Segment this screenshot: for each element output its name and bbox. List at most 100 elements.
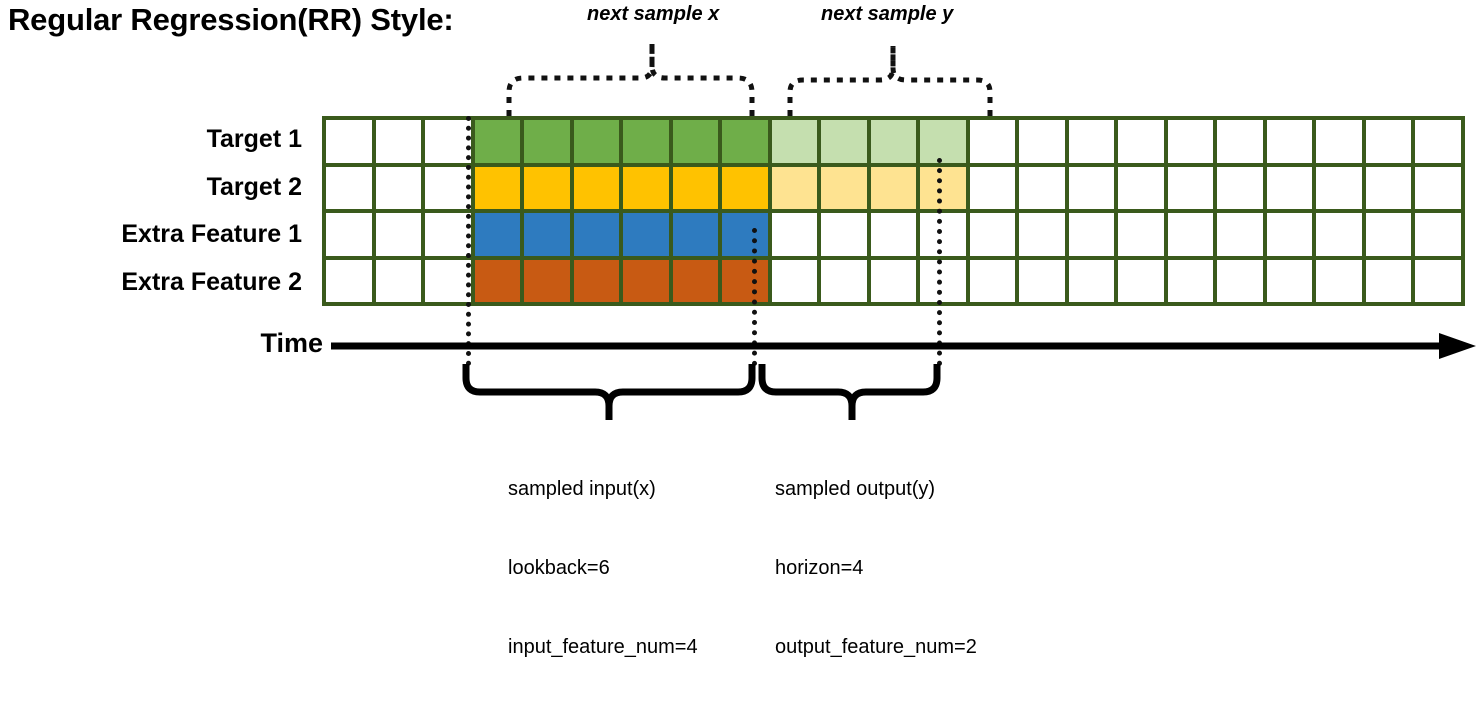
grid-cell: [672, 120, 719, 163]
annotation-sampled-output: sampled output(y) horizon=4 output_featu…: [775, 423, 977, 713]
grid-cell: [722, 166, 768, 209]
grid-cell: [1167, 259, 1214, 302]
grid-cell: [1415, 213, 1461, 256]
grid-cell: [1365, 120, 1412, 163]
grid-cell: [821, 259, 867, 302]
grid-cell: [474, 259, 521, 302]
grid-cell: [1217, 259, 1263, 302]
grid-cell: [1316, 213, 1362, 256]
grid-cell: [821, 166, 867, 209]
row-label-extra-feature-2: Extra Feature 2: [121, 267, 302, 296]
grid-cell: [425, 259, 471, 302]
grid-cell: [375, 166, 422, 209]
grid-cell: [375, 213, 422, 256]
row-label-column: Target 1 Target 2 Extra Feature 1 Extra …: [0, 116, 314, 306]
grid-cell: [1415, 120, 1461, 163]
grid-cell: [1068, 166, 1115, 209]
brace-next-y-left-half: [787, 46, 896, 116]
grid-cell: [1365, 259, 1412, 302]
grid-cell: [573, 166, 620, 209]
grid-cell: [425, 213, 471, 256]
grid-cell: [1068, 120, 1115, 163]
grid-cell: [920, 120, 966, 163]
grid-cell: [771, 259, 818, 302]
grid-cell: [375, 120, 422, 163]
grid-cell: [870, 213, 917, 256]
grid-cell: [326, 259, 372, 302]
grid-cell: [375, 259, 422, 302]
guide-line-input-start: [466, 116, 471, 366]
grid-cell: [1217, 213, 1263, 256]
annotation-input-line-2: lookback=6: [508, 556, 610, 579]
grid-cell: [623, 166, 669, 209]
grid-cell: [1217, 120, 1263, 163]
grid-cell: [1118, 259, 1164, 302]
grid-cell: [1068, 213, 1115, 256]
grid-cell: [969, 213, 1016, 256]
grid-cell: [1266, 213, 1313, 256]
row-label-extra-feature-1: Extra Feature 1: [121, 220, 302, 249]
grid-cell: [1118, 213, 1164, 256]
grid-row-target-2: [326, 166, 1461, 209]
grid-cell: [524, 213, 570, 256]
grid-cell: [623, 120, 669, 163]
grid-cell: [1415, 259, 1461, 302]
grid-cell: [1266, 259, 1313, 302]
brace-input-left-half: [462, 364, 613, 420]
grid-cell: [425, 120, 471, 163]
grid-row-target-1: [326, 120, 1461, 163]
grid-cell: [1316, 166, 1362, 209]
grid-cell: [722, 213, 768, 256]
grid-cell: [821, 120, 867, 163]
grid-cell: [672, 166, 719, 209]
grid-cell: [1365, 166, 1412, 209]
grid-cell: [1316, 259, 1362, 302]
next-sample-x-label: next sample x: [587, 3, 720, 25]
grid-cell: [573, 213, 620, 256]
annotation-output-line-2: horizon=4: [775, 556, 864, 579]
grid-cell: [672, 213, 719, 256]
grid-cell: [573, 120, 620, 163]
grid-cell: [326, 213, 372, 256]
grid-cell: [1167, 213, 1214, 256]
grid-cell: [870, 166, 917, 209]
grid-cell: [1019, 166, 1065, 209]
grid-cell: [326, 166, 372, 209]
grid-cell: [474, 120, 521, 163]
annotation-input-line-1: sampled input(x): [508, 477, 656, 500]
grid-cell: [573, 259, 620, 302]
grid-cell: [672, 259, 719, 302]
grid-cell: [969, 120, 1016, 163]
page-title: Regular Regression(RR) Style:: [8, 2, 454, 37]
grid-cell: [969, 259, 1016, 302]
grid-cell: [771, 166, 818, 209]
grid-row-extra-feature-2: [326, 259, 1461, 302]
grid-cell: [1167, 120, 1214, 163]
grid-cell: [474, 213, 521, 256]
grid-cell: [1068, 259, 1115, 302]
grid-cell: [623, 213, 669, 256]
grid-row-extra-feature-1: [326, 213, 1461, 256]
row-label-target-2: Target 2: [206, 172, 302, 201]
grid-cell: [1118, 166, 1164, 209]
grid-cell: [821, 213, 867, 256]
brace-output-right-half: [848, 364, 941, 420]
grid-cell: [1019, 213, 1065, 256]
grid-cell: [524, 120, 570, 163]
grid-cell: [1019, 259, 1065, 302]
grid-cell: [722, 259, 768, 302]
brace-output-left-half: [758, 364, 856, 420]
row-label-target-1: Target 1: [206, 125, 302, 154]
grid-cell: [969, 166, 1016, 209]
brace-next-x-left-half: [506, 44, 655, 116]
brace-next-x-right-half: [649, 44, 755, 116]
grid-cell: [771, 120, 818, 163]
grid-cell: [524, 166, 570, 209]
grid-cell: [524, 259, 570, 302]
grid-cell: [1266, 120, 1313, 163]
grid-cell: [1266, 166, 1313, 209]
grid-cell: [1019, 120, 1065, 163]
brace-next-y-right-half: [890, 46, 993, 116]
time-axis-label: Time: [260, 328, 323, 358]
annotation-sampled-input: sampled input(x) lookback=6 input_featur…: [508, 423, 698, 713]
